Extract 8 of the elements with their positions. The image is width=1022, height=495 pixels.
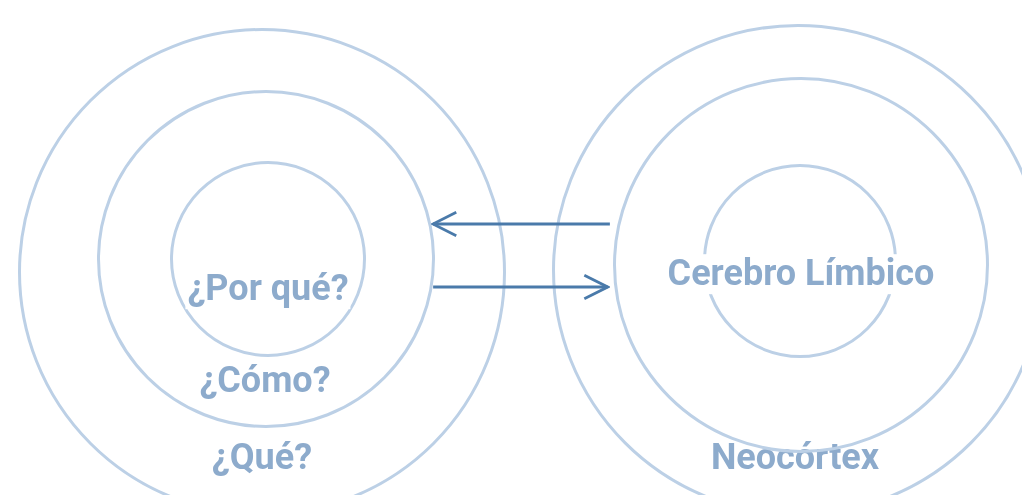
circle [552, 24, 1022, 495]
circle-label: ¿Cómo? [197, 361, 333, 401]
circle [170, 161, 366, 357]
circle-label: ¿Por qué? [185, 269, 351, 309]
arrow [431, 210, 610, 238]
circle [18, 28, 506, 495]
arrow [433, 273, 610, 301]
circle [97, 90, 435, 428]
